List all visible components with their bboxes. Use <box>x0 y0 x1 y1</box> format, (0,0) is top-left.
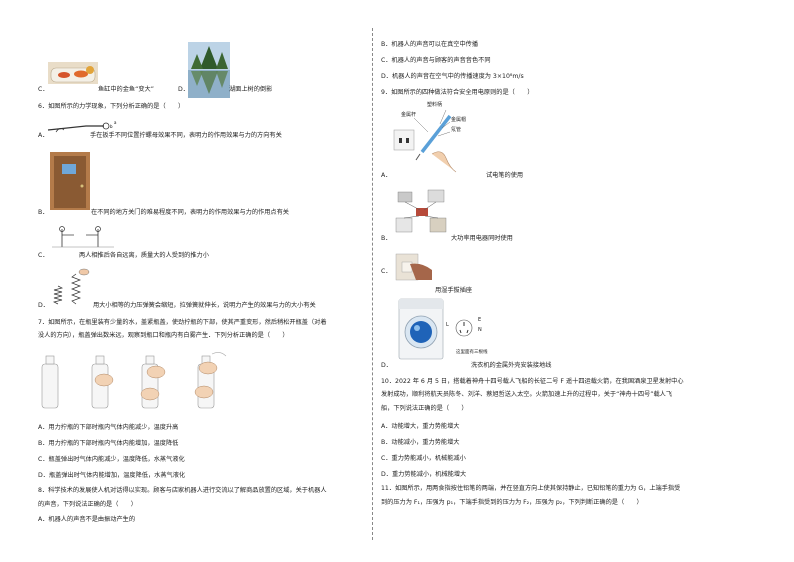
spring-image <box>52 268 90 305</box>
option-d-letter: D． <box>38 302 49 309</box>
question-10-line2: 发射成功，顺利将航天员陈冬、刘洋、蔡旭哲送入太空。火箭加速上升的过程中，关于“神… <box>381 391 673 398</box>
goldfish-bowl-image <box>48 62 98 84</box>
lake-reflection-image <box>188 42 230 98</box>
two-people-push-image <box>52 226 114 248</box>
test-pen-image <box>393 109 457 173</box>
door-image <box>50 152 90 210</box>
option-c-letter: C． <box>38 252 49 259</box>
q8-option-c: C．机器人的声音与顾客的声音音色不同 <box>381 57 491 64</box>
question-10-line1: 10．2022 年 6 月 5 日，搭载着神舟十四号载人飞船的长征二号 F 遥十… <box>381 378 684 385</box>
svg-text:b: b <box>110 124 113 129</box>
q7-option-d: D．瓶盖弹出时气体内能增加，温度降低，水蒸气液化 <box>38 472 186 479</box>
option-d-text: 湖面上树的倒影 <box>229 86 273 93</box>
column-divider <box>372 28 373 540</box>
option-d-text: 用大小相等的力压弹簧会缩短，拉弹簧就伸长，说明力产生的效果与力的大小有关 <box>93 302 316 309</box>
q9-option-b-letter: B． <box>381 235 392 242</box>
option-c-text: 鱼缸中的金鱼“变大” <box>98 86 154 93</box>
q7-option-a: A．用力拧瓶的下部时瓶内气体内能减少，温度升高 <box>38 424 179 431</box>
q8-option-b: B．机器人的声音可以在真空中传播 <box>381 41 479 48</box>
q10-option-c: C．重力势能减小，机械能减小 <box>381 455 466 462</box>
bottle-twist-images <box>41 352 227 409</box>
q9-option-a-text: 试电笔的使用 <box>486 172 524 179</box>
question-7-line2: 没人的方向），瓶盖弹出数米远，观察到瓶口和瓶内有白雾产生．下列分析正确的是（ ） <box>38 332 289 339</box>
option-b-text: 在不同的地方关门的难易程度不同，表明力的作用效果与力的作用点有关 <box>91 209 289 216</box>
question-8-line2: 的声音，下列说法正确的是（ ） <box>38 501 137 508</box>
plug-label-l: L <box>446 322 449 328</box>
question-11-line2: 到的压力为 F₁，压强为 p₁，下端手指受到的压力为 F₂，压强为 p₂，下列判… <box>381 499 643 506</box>
q9-option-a-letter: A． <box>381 172 392 179</box>
label-plastic-handle: 塑料柄 <box>427 102 443 108</box>
question-10-line3: 船，下列说法正确的是（ ） <box>381 405 468 412</box>
option-a-letter: A． <box>38 132 49 139</box>
option-c-text: 两人相推后各自远离，质量大的人受到的推力小 <box>79 252 209 259</box>
q10-option-b: B．动能减小，重力势能增大 <box>381 439 460 446</box>
plug-label-n: N <box>478 327 482 333</box>
option-letter: C． <box>38 86 49 93</box>
q9-option-d-text: 洗衣机的金属外壳安装接地线 <box>471 362 552 369</box>
three-wire-note: 这里面有三根线 <box>456 350 488 355</box>
option-d-letter: D． <box>178 86 189 93</box>
question-6-stem: 6．如图所示的力学现象，下列分析正确的是（ ） <box>38 103 185 110</box>
question-11-line1: 11．如图所示，用两食指按住铅笔的两端，并在竖直方向上使其保持静止，已知铅笔的重… <box>381 485 681 492</box>
washing-machine-image <box>398 298 444 360</box>
q8-option-a: A．机器人的声音不是由振动产生的 <box>38 516 136 523</box>
plug-label-e: E <box>478 317 482 323</box>
q10-option-d: D．重力势能减小，机械能增大 <box>381 471 467 478</box>
q10-option-a: A．动能增大，重力势能增大 <box>381 423 460 430</box>
option-b-letter: B． <box>38 209 49 216</box>
q7-option-c: C．瓶盖弹出时气体内能减少，温度降低，水蒸气液化 <box>38 456 185 463</box>
three-pin-plug-icon <box>455 319 473 337</box>
question-7-line1: 7．如图所示，在瓶里装有少量的水，盖紧瓶盖，使劲拧瓶的下部，使其严重变形，然后稍… <box>38 319 327 326</box>
wrench-image: b a <box>47 120 117 133</box>
svg-text:a: a <box>114 120 117 125</box>
q8-option-d: D．机器人的声音在空气中的传播速度为 3×10⁸m/s <box>381 73 524 80</box>
label-metal-cap: 金属帽 <box>451 117 467 123</box>
option-a-text: 手在扳手不同位置拧螺母效果不同，表明力的作用效果与力的方向有关 <box>90 132 282 139</box>
q9-option-c-text: 用湿手拔插座 <box>435 287 473 294</box>
q9-option-c-letter: C． <box>381 268 392 275</box>
wet-hand-socket-image <box>395 253 432 281</box>
question-8-line1: 8．科学技术的发展使人机对话得以实现。顾客与店家机器人进行交流以了解商品放置的区… <box>38 487 327 494</box>
q9-option-d-letter: D． <box>381 362 392 369</box>
appliances-image <box>395 189 447 233</box>
q7-option-b: B．用力拧瓶的下部时瓶内气体内能增加，温度降低 <box>38 440 179 447</box>
label-neon-tube: 氖管 <box>451 127 462 133</box>
question-9-stem: 9．如图所示的四种做法符合安全用电原则的是（ ） <box>381 89 534 96</box>
label-metal-rod: 金属杆 <box>401 112 417 118</box>
q9-option-b-text: 大功率用电器同时使用 <box>451 235 513 242</box>
